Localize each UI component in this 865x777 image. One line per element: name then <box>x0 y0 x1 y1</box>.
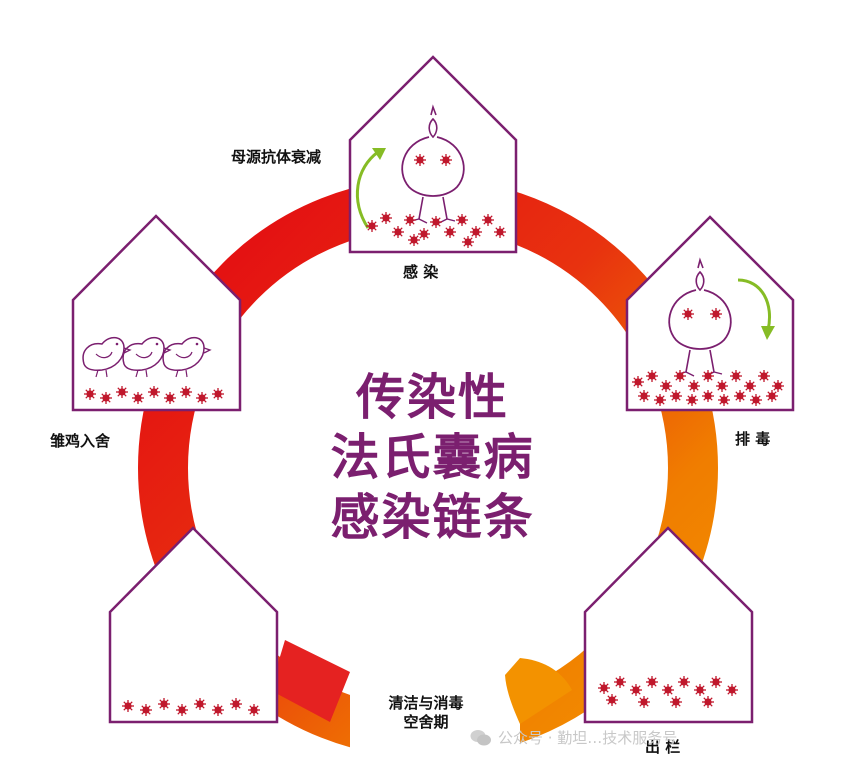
cycle-arrow-gap-mask <box>350 650 520 777</box>
title-line-3: 感染链条 <box>330 489 535 546</box>
watermark: 公众号 · 勤坦…技术服务号 <box>470 727 677 748</box>
house-depopulation <box>583 526 754 724</box>
label-cleaning-line1: 清洁与消毒 <box>388 694 464 712</box>
title-line-1: 传染性 <box>355 369 509 426</box>
house-cleaning <box>108 526 279 724</box>
label-infection: 感 染 <box>403 263 439 281</box>
label-cleaning: 清洁与消毒 空舍期 <box>380 694 472 732</box>
house-infection <box>348 55 518 254</box>
wechat-icon <box>470 730 491 746</box>
green-down-arrow <box>737 278 771 331</box>
label-shedding: 排 毒 <box>735 430 771 448</box>
cycle-arrow-tail <box>505 658 572 724</box>
watermark-text: 公众号 · 勤坦…技术服务号 <box>498 729 678 747</box>
cycle-arrow-head <box>270 640 350 722</box>
house-chick-placement <box>71 214 242 412</box>
house-shedding <box>625 215 795 412</box>
green-up-arrow <box>355 150 379 229</box>
title-line-2: 法氏囊病 <box>330 429 535 486</box>
label-chick-placement: 雏鸡入舍 <box>50 432 111 450</box>
diagram-title: 传染性 法氏囊病 感染链条 <box>300 368 565 548</box>
label-depopulation: 出 栏 <box>645 738 681 756</box>
label-maternal-antibody-decline: 母源抗体衰减 <box>231 148 322 166</box>
label-cleaning-line2: 空舍期 <box>403 713 449 731</box>
